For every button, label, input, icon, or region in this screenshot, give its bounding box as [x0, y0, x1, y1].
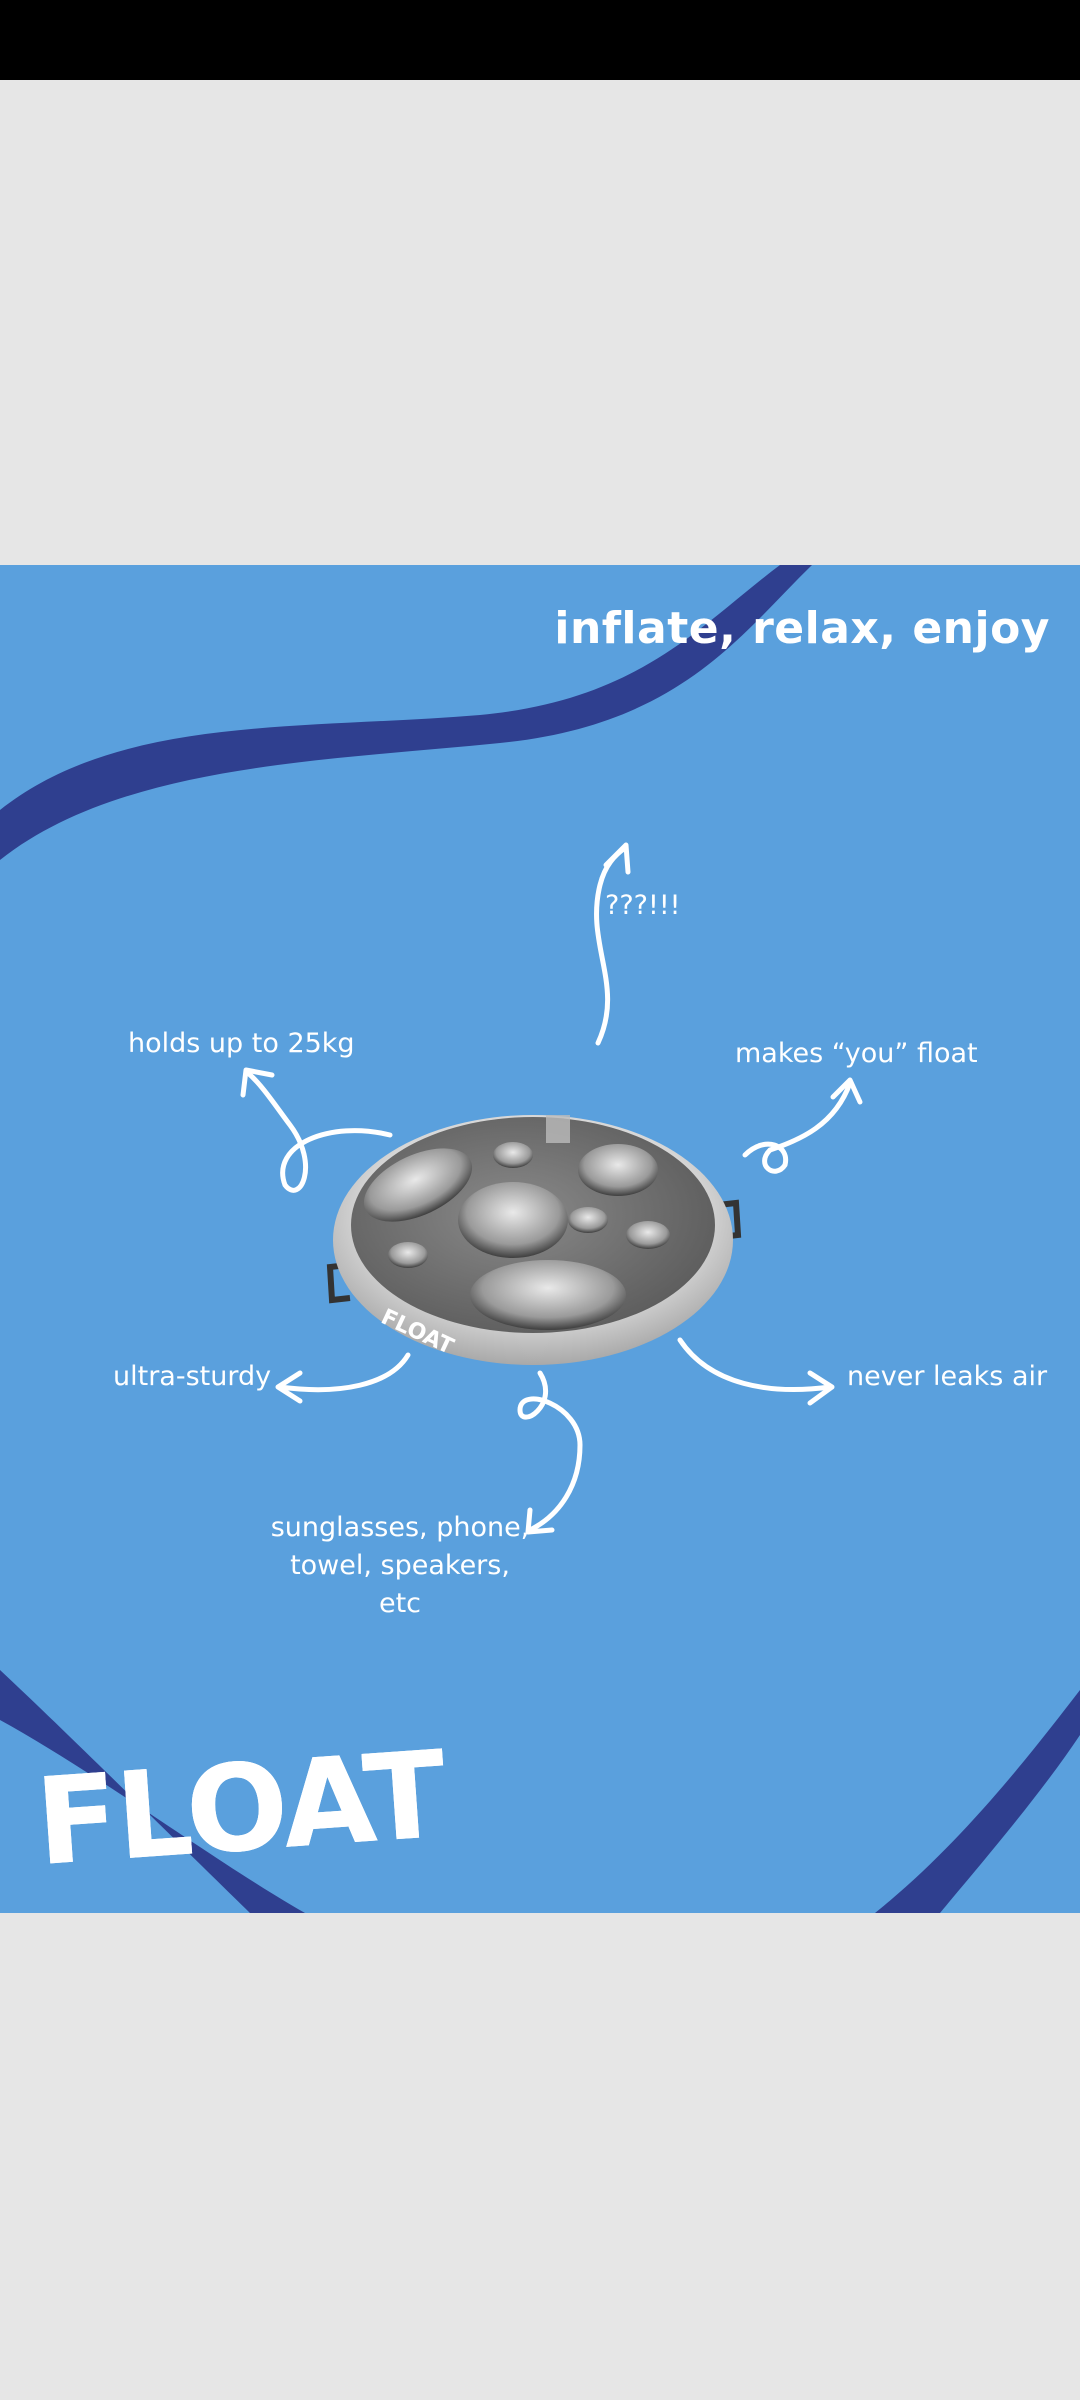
- label-weight: holds up to 25kg: [128, 1028, 355, 1059]
- poster-image: inflate, relax, enjoy: [0, 565, 1080, 1913]
- top-empty-area: [0, 80, 1080, 565]
- brand-logo: FLOAT: [31, 1725, 449, 1894]
- status-bar: [0, 0, 1080, 80]
- label-items: sunglasses, phone, towel, speakers, etc: [270, 1512, 530, 1619]
- tagline: inflate, relax, enjoy: [554, 603, 1050, 654]
- label-makes-you-float: makes “you” float: [735, 1038, 978, 1069]
- inflatable-float-image: FLOAT: [326, 1115, 742, 1365]
- label-ultra-sturdy: ultra-sturdy: [113, 1361, 272, 1392]
- bottom-empty-area: [0, 1913, 1080, 2400]
- bottom-right-wave: [875, 1690, 1080, 1913]
- label-mystery: ???!!!: [605, 890, 681, 921]
- label-never-leaks: never leaks air: [847, 1361, 1048, 1392]
